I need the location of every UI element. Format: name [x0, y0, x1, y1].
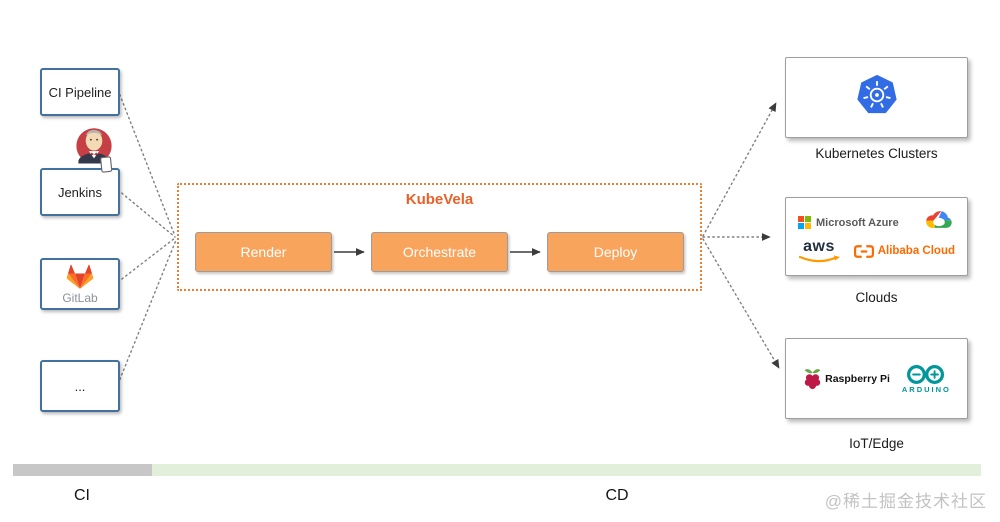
arduino-logo: ARDUINO: [902, 364, 951, 394]
target-box-iot-edge: Raspberry Pi ARDUINO: [785, 338, 968, 419]
footer-cd-label: CD: [605, 487, 629, 504]
source-box-ellipsis: ...: [40, 360, 120, 412]
caption-kubernetes-clusters: Kubernetes Clusters: [815, 146, 938, 161]
aws-logo: aws: [798, 237, 840, 264]
connector-dots-kubevela: [117, 239, 177, 385]
connector-cipipeline-kubevela: [117, 89, 176, 237]
gitlab-tanuki-icon: [66, 264, 94, 292]
step-deploy: Deploy: [547, 232, 684, 272]
jenkins-butler-icon: [69, 121, 119, 182]
source-box-gitlab: GitLab: [40, 258, 120, 310]
source-box-jenkins: Jenkins: [40, 168, 120, 216]
source-label-ci-pipeline: CI Pipeline: [48, 84, 112, 100]
caption-clouds: Clouds: [855, 290, 898, 305]
alibaba-cloud-logo: Alibaba Cloud: [853, 244, 955, 258]
raspberry-pi-label: Raspberry Pi: [825, 372, 890, 385]
arduino-infinity-icon: [907, 364, 945, 384]
source-label-ellipsis: ...: [74, 378, 86, 394]
step-render: Render: [195, 232, 332, 272]
google-cloud-icon: [923, 210, 955, 236]
aws-smile-icon: [798, 255, 840, 262]
gitlab-label: GitLab: [62, 290, 98, 305]
step-orchestrate: Orchestrate: [371, 232, 508, 272]
raspberry-pi-logo: Raspberry Pi: [802, 367, 890, 391]
alibaba-brackets-icon: [853, 244, 874, 258]
alibaba-label: Alibaba Cloud: [877, 245, 955, 257]
watermark-text: @稀土掘金技术社区: [824, 492, 987, 511]
raspberry-icon: [804, 368, 821, 389]
caption-iot-edge: IoT/Edge: [849, 436, 904, 451]
kubevela-container: [177, 183, 702, 291]
target-box-kubernetes: [785, 57, 968, 138]
source-box-ci-pipeline: CI Pipeline: [40, 68, 120, 116]
footer-bar-cd-segment: [152, 464, 981, 476]
azure-label: Microsoft Azure: [816, 216, 899, 229]
kubernetes-icon: [856, 74, 898, 121]
aws-label: aws: [803, 237, 835, 255]
connector-kubevela-kubernetes-arrow: [702, 102, 777, 237]
arduino-label: ARDUINO: [901, 384, 951, 394]
step-orchestrate-label: Orchestrate: [402, 244, 477, 260]
source-label-jenkins: Jenkins: [57, 184, 103, 200]
microsoft-azure-logo: Microsoft Azure: [798, 216, 899, 229]
connector-kubevela-iot-arrow: [702, 238, 780, 369]
footer-ci-label: CI: [74, 487, 90, 504]
step-render-label: Render: [240, 244, 287, 260]
step-deploy-label: Deploy: [593, 244, 638, 260]
footer-bar-ci-segment: [13, 464, 152, 476]
microsoft-squares-icon: [798, 216, 811, 229]
target-box-clouds: Microsoft Azure: [785, 197, 968, 276]
kubevela-title: KubeVela: [405, 191, 474, 208]
connector-gitlab-kubevela: [117, 237, 176, 283]
